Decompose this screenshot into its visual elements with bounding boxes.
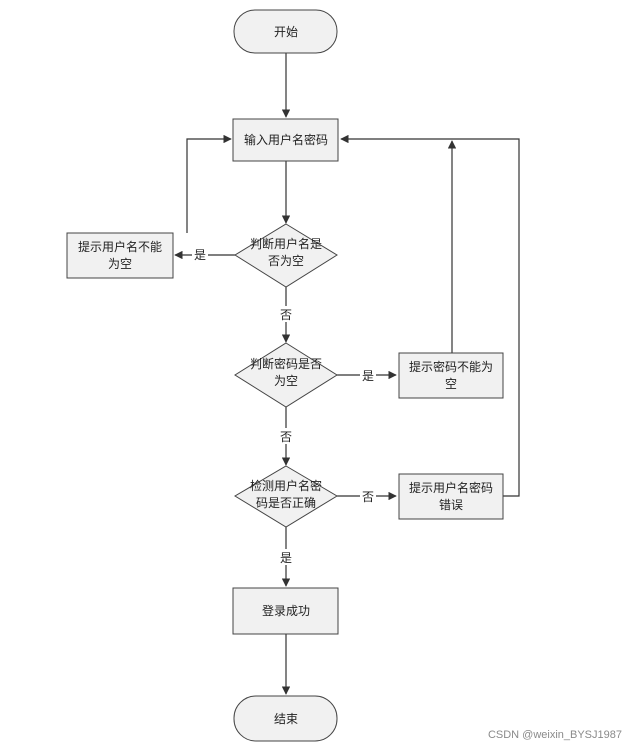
edge-tip-wrong-back (340, 134, 520, 497)
node-tip-wrong-line2: 错误 (439, 498, 463, 512)
node-tip-password-empty-line2: 空 (445, 377, 457, 391)
node-tip-username-empty-line2: 为空 (108, 257, 132, 271)
edge-label-verify-yes: 是 (280, 551, 292, 565)
node-check-password-line2: 为空 (274, 374, 298, 388)
node-tip-username-empty (66, 232, 174, 279)
edge-label-password-yes: 是 (362, 369, 374, 383)
node-check-password-line1: 判断密码是否 (250, 356, 322, 371)
edge-label-verify-no: 否 (362, 490, 374, 504)
edge-label-username-yes: 是 (194, 248, 206, 262)
node-end-label: 结束 (274, 712, 298, 726)
watermark: CSDN @weixin_BYSJ1987 (488, 729, 622, 741)
node-check-username-line2: 否为空 (268, 254, 304, 268)
node-check-password (234, 342, 338, 408)
edge-label-password-no: 否 (280, 430, 292, 444)
node-tip-password-empty-line1: 提示密码不能为 (409, 359, 493, 374)
node-tip-wrong (398, 473, 504, 520)
node-verify (234, 465, 338, 528)
node-tip-password-empty (398, 352, 504, 399)
node-input (232, 118, 339, 162)
node-check-username-line1: 判断用户名是 (250, 236, 322, 251)
node-start-label: 开始 (274, 25, 298, 39)
node-tip-wrong-line1: 提示用户名密码 (409, 480, 493, 495)
node-input-label: 输入用户名密码 (244, 132, 328, 147)
node-success (232, 587, 339, 635)
node-tip-username-empty-line1: 提示用户名不能 (78, 239, 162, 254)
node-verify-line1: 检测用户名密 (250, 478, 322, 493)
edge-label-username-no: 否 (280, 308, 292, 322)
node-verify-line2: 码是否正确 (256, 496, 316, 510)
node-check-username (234, 223, 338, 288)
node-success-label: 登录成功 (262, 603, 310, 618)
node-end (233, 695, 338, 742)
edge-tip-username-back (186, 134, 232, 233)
node-start (233, 9, 338, 54)
